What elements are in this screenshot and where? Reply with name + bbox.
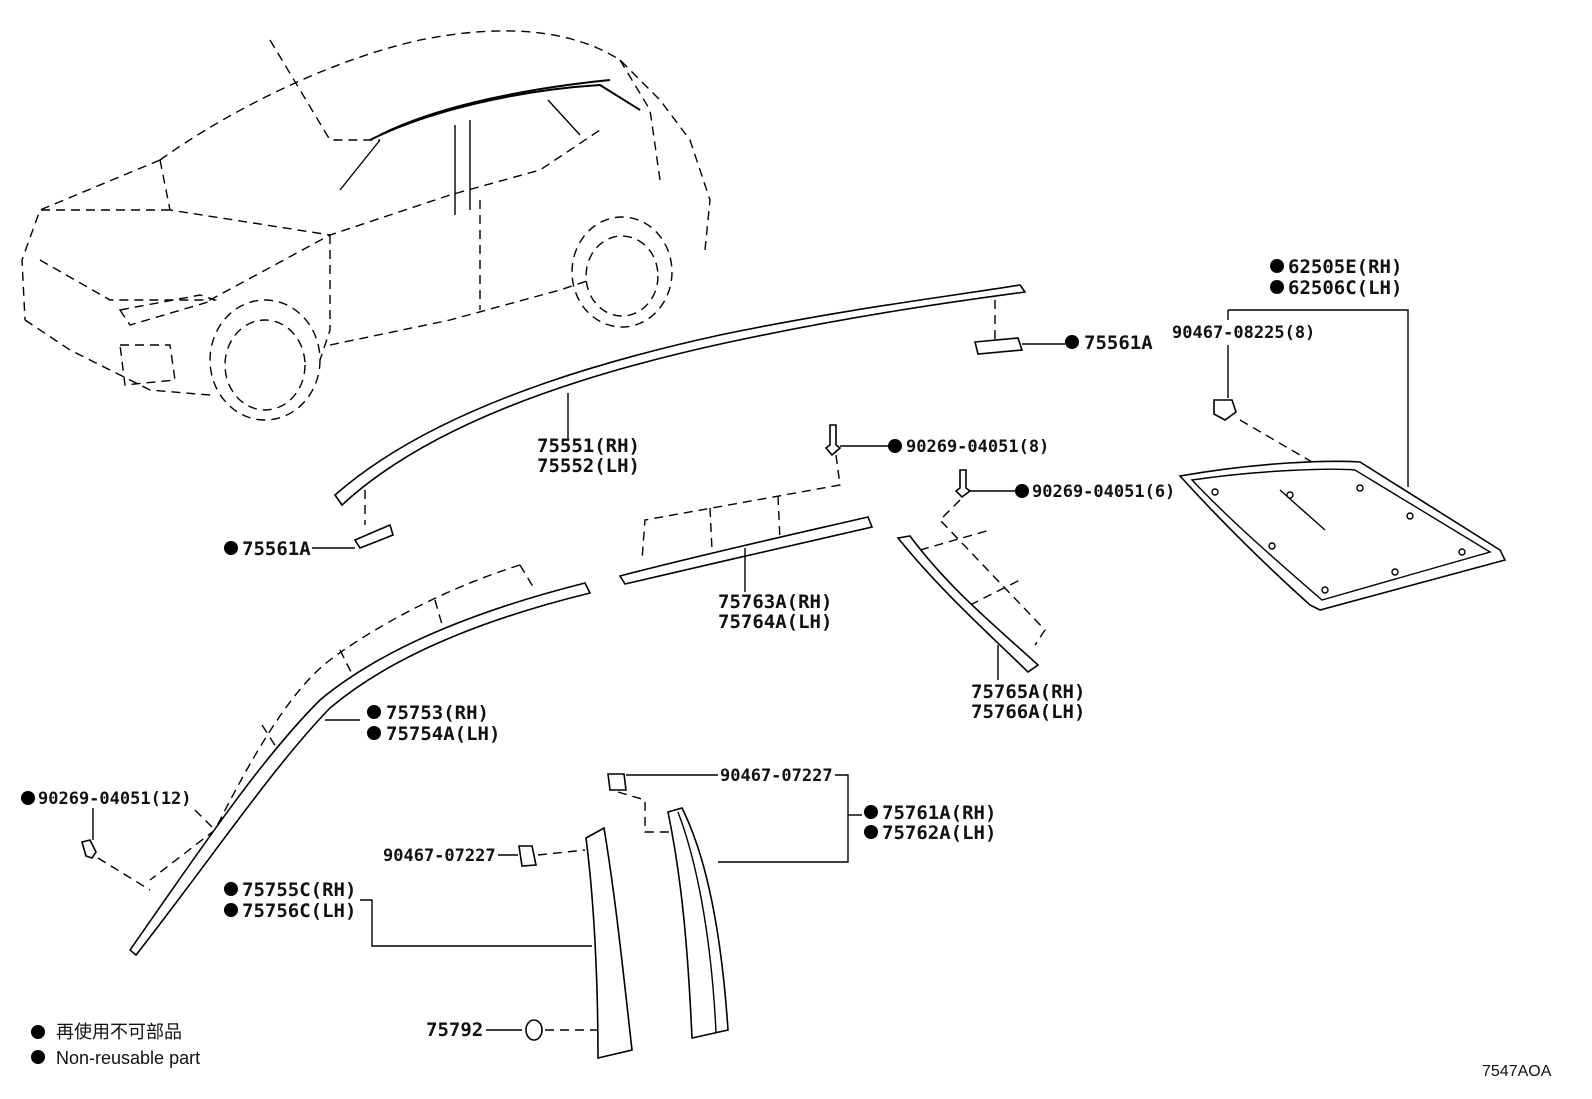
front-door-pillar: 90467-07227 75755C(RH) 75756C(LH) 75792 [224,826,633,1060]
label-75766a: 75766A(LH) [971,701,1085,723]
legend-bullet-en [31,1050,45,1064]
label-75762a: 75762A(LH) [882,822,996,844]
quarter-window: 62505E(RH) 62506C(LH) 90467-08225(8) [1172,256,1507,611]
clip-75561a-left: 75561A [224,490,394,560]
clip-75561a-top: 75561A [973,300,1153,355]
roof-molding [333,284,1027,507]
label-90467-08225: 90467-08225(8) [1172,323,1315,343]
label-75755c: 75755C(RH) [242,879,356,901]
clip-90269-04051-12: 90269-04051(12) [21,789,192,891]
label-75561a-top: 75561A [1084,332,1153,354]
upper-rear-molding: 90269-04051(8) 75763A(RH) 75764A(LH) [618,424,1049,633]
label-75756c: 75756C(LH) [242,900,356,922]
label-62505e: 62505E(RH) [1288,256,1402,278]
vehicle-outline [21,30,711,421]
label-75763a: 75763A(RH) [718,591,832,613]
rear-door-pillar: 90467-07227 75761A(RH) 75762A(LH) [607,766,996,1039]
label-90269-04051-12: 90269-04051(12) [38,789,192,809]
label-62506c: 62506C(LH) [1288,277,1402,299]
diagram-code: 7547AOA [1482,1063,1552,1080]
quarter-molding: 90269-04051(6) 75765A(RH) 75766A(LH) [896,469,1175,723]
label-75761a: 75761A(RH) [882,802,996,824]
label-75753: 75753(RH) [386,702,489,724]
label-75754a: 75754A(LH) [386,723,500,745]
label-75792: 75792 [426,1019,483,1041]
legend-en: Non-reusable part [56,1048,200,1068]
label-90269-04051-6: 90269-04051(6) [1032,482,1175,502]
label-90467-07227-b: 90467-07227 [383,846,496,866]
legend-bullet-jp [31,1025,45,1039]
label-75765a: 75765A(RH) [971,681,1085,703]
label-75551: 75551(RH) [537,435,640,457]
legend-jp: 再使用不可部品 [56,1022,182,1042]
front-roof-molding: 75753(RH) 75754A(LH) [128,564,592,957]
label-90269-04051-8: 90269-04051(8) [906,437,1049,457]
legend: 再使用不可部品 Non-reusable part [31,1022,200,1068]
label-75764a: 75764A(LH) [718,611,832,633]
label-90467-07227-a: 90467-07227 [720,766,833,786]
label-75561a-left: 75561A [242,538,311,560]
label-75552: 75552(LH) [537,455,640,477]
